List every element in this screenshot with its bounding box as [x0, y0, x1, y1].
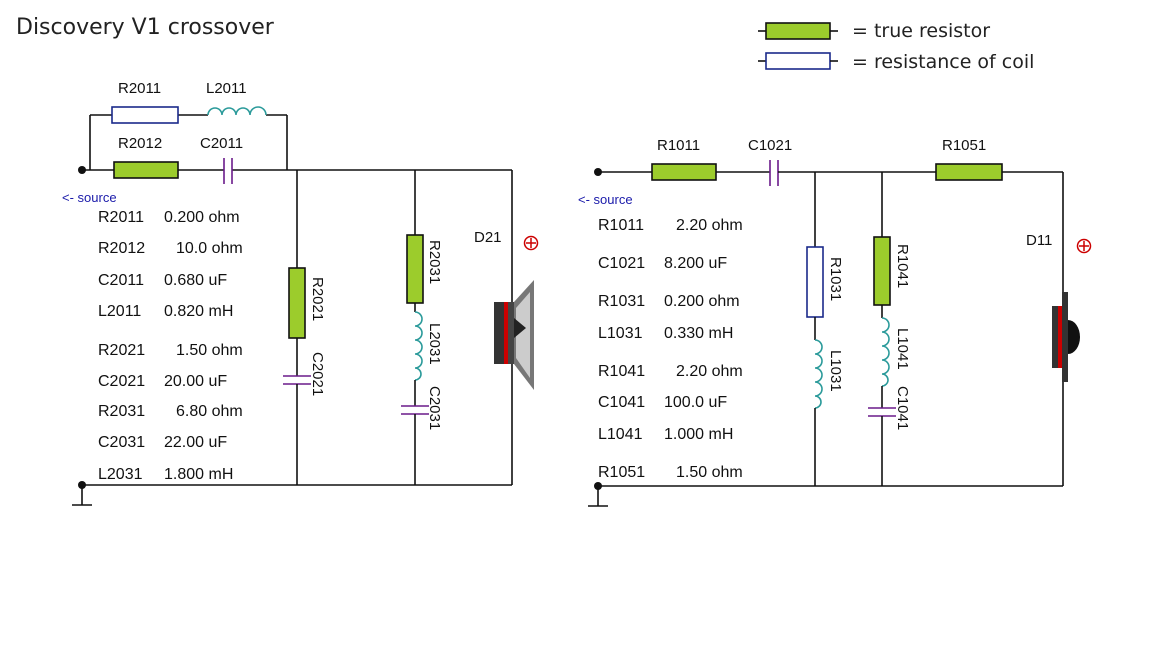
value-name: C2011 — [98, 272, 144, 289]
label-D21: D21 — [474, 229, 502, 246]
value-text: 0.820 mH — [164, 303, 233, 320]
value-name: R2021 — [98, 342, 145, 359]
inductor-L2011 — [207, 106, 267, 116]
resistor-R1031 — [806, 246, 824, 318]
resistor-R2011 — [111, 106, 179, 124]
label-R1041: R1041 — [894, 244, 911, 288]
label-D11: D11 — [1026, 232, 1052, 249]
value-text: 0.680 uF — [164, 272, 227, 289]
capacitor-C2031 — [401, 405, 429, 415]
value-text: 1.800 mH — [164, 466, 233, 483]
value-name: C2031 — [98, 434, 145, 451]
value-text: 6.80 ohm — [176, 403, 243, 420]
polarity-plus-icon-D21 — [523, 235, 539, 251]
legend-coil-resistance-label: = resistance of coil — [852, 51, 1034, 73]
value-text: 0.330 mH — [664, 325, 733, 342]
source-label-right: <- source — [578, 192, 633, 207]
value-text: 2.20 ohm — [676, 217, 743, 234]
value-text: 1.50 ohm — [176, 342, 243, 359]
resistor-R2012 — [113, 161, 179, 179]
label-R1031: R1031 — [827, 257, 844, 301]
inductor-L2031 — [414, 311, 423, 381]
value-text: 100.0 uF — [664, 394, 727, 411]
value-text: 1.50 ohm — [676, 464, 743, 481]
source-node-top — [594, 168, 602, 176]
right-value-table: R1011 2.20 ohm C1021 8.200 uF R1031 0.20… — [598, 217, 743, 481]
resistor-R2031 — [406, 234, 424, 304]
value-text: 10.0 ohm — [176, 240, 243, 257]
label-C2021: C2021 — [309, 352, 326, 396]
value-text: 20.00 uF — [164, 373, 227, 390]
label-R2021: R2021 — [309, 277, 326, 321]
ground-icon — [72, 485, 92, 506]
left-value-table: R2011 0.200 ohm R2012 10.0 ohm C2011 0.6… — [98, 209, 243, 483]
value-name: C2021 — [98, 373, 145, 390]
value-text: 0.200 ohm — [164, 209, 240, 226]
label-L2031: L2031 — [426, 323, 443, 365]
diagram-title: Discovery V1 crossover — [16, 15, 275, 40]
value-name: L2031 — [98, 466, 143, 483]
value-name: R1011 — [598, 217, 644, 234]
value-name: L2011 — [98, 303, 141, 320]
label-R2011: R2011 — [118, 80, 161, 97]
capacitor-C1021 — [769, 160, 779, 186]
value-text: 22.00 uF — [164, 434, 227, 451]
label-L2011: L2011 — [206, 80, 247, 97]
legend-true-resistor-label: = true resistor — [852, 20, 990, 42]
value-name: R2031 — [98, 403, 145, 420]
polarity-plus-icon-D11 — [1076, 238, 1092, 254]
value-name: C1021 — [598, 255, 645, 272]
value-name: R1051 — [598, 464, 645, 481]
label-C2031: C2031 — [426, 386, 443, 430]
value-name: R2012 — [98, 240, 145, 257]
value-name: R1031 — [598, 293, 645, 310]
inductor-L1031 — [814, 339, 823, 409]
tweeter-D11-icon — [1052, 292, 1080, 382]
label-R2031: R2031 — [426, 240, 443, 284]
value-text: 2.20 ohm — [676, 363, 743, 380]
legend-coil-resistance-swatch — [765, 52, 831, 70]
resistor-R1041 — [873, 236, 891, 306]
value-name: L1041 — [598, 426, 643, 443]
value-text: 1.000 mH — [664, 426, 733, 443]
capacitor-C2021 — [283, 375, 311, 385]
label-R2012: R2012 — [118, 135, 162, 152]
resistor-R1051 — [935, 163, 1003, 181]
legend: = true resistor = resistance of coil — [758, 20, 1034, 73]
resistor-R2021 — [288, 267, 306, 339]
value-text: 8.200 uF — [664, 255, 727, 272]
value-name: C1041 — [598, 394, 645, 411]
value-name: R1041 — [598, 363, 645, 380]
label-L1031: L1031 — [827, 350, 844, 392]
right-circuit: R1011 C1021 R1051 D11 R1031 L1031 R1041 … — [578, 137, 1092, 507]
left-circuit: R2011 L2011 R2012 C2011 D21 R2021 C2021 … — [62, 80, 539, 506]
value-text: 0.200 ohm — [664, 293, 740, 310]
woofer-D21-icon — [494, 280, 534, 390]
ground-icon — [588, 486, 608, 507]
source-label-left: <- source — [62, 190, 117, 205]
label-C1021: C1021 — [748, 137, 792, 154]
label-L1041: L1041 — [894, 328, 911, 370]
legend-true-resistor-swatch — [765, 22, 831, 40]
capacitor-C2011 — [223, 158, 233, 184]
label-R1051: R1051 — [942, 137, 986, 154]
label-C1041: C1041 — [894, 386, 911, 430]
value-name: L1031 — [598, 325, 643, 342]
source-node-top — [78, 166, 86, 174]
value-name: R2011 — [98, 209, 144, 226]
capacitor-C1041 — [868, 407, 896, 417]
resistor-R1011 — [651, 163, 717, 181]
label-C2011: C2011 — [200, 135, 243, 152]
label-R1011: R1011 — [657, 137, 700, 154]
inductor-L1041 — [881, 317, 890, 387]
